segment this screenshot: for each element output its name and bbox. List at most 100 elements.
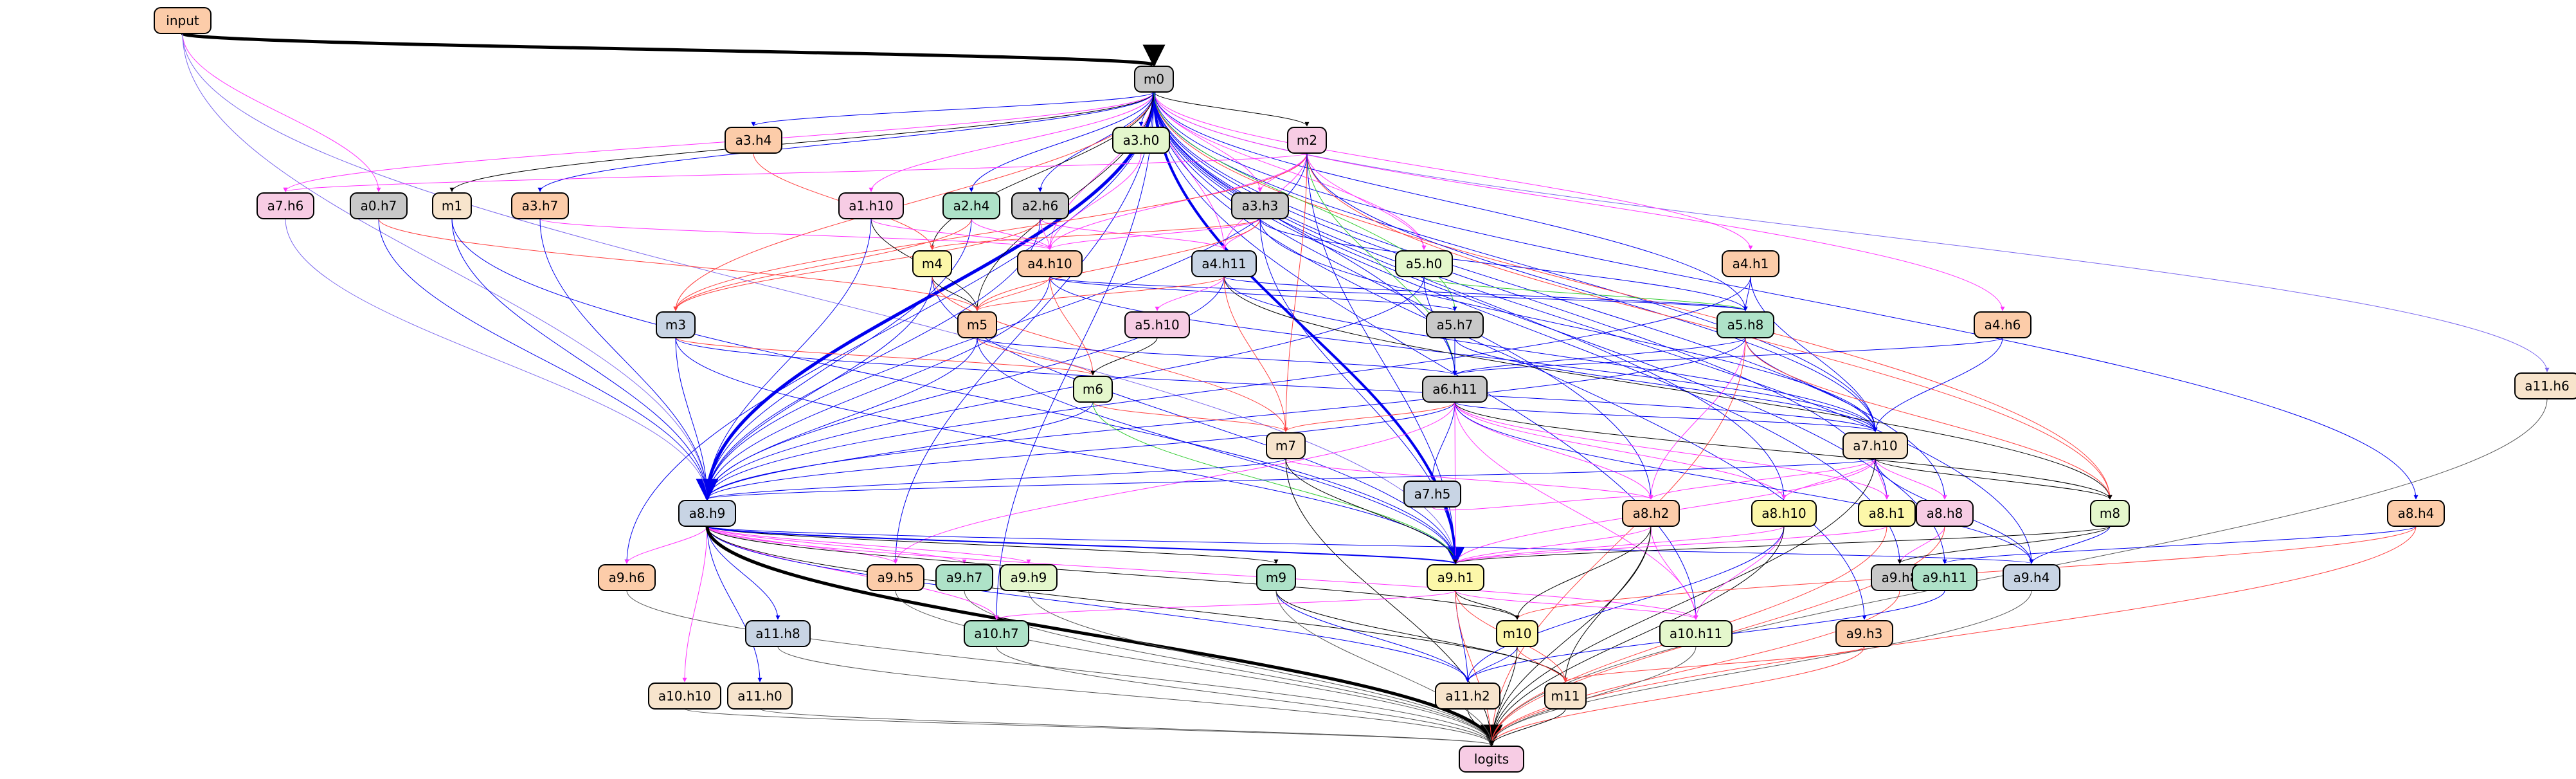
edge-m0-to-a8h8 [1153,91,1947,500]
node-box-a0h7 [350,192,408,219]
node-a6h11: a6.h11 [1422,376,1488,403]
edge-a9h8-to-logits [1489,590,1900,746]
node-a9h7: a9.h7 [935,564,993,591]
node-a4h1: a4.h1 [1722,250,1779,277]
node-a11h6: a11.h6 [2514,372,2576,399]
edge-a4h10-to-a8h9 [705,276,1050,500]
edge-a8h9-to-m11 [707,526,1568,683]
node-m5: m5 [957,311,997,338]
node-label-a11h6: a11.h6 [2525,378,2569,394]
edge-m0-to-a2h4 [969,91,1155,192]
edge-a8h9-to-a9h9 [707,526,1031,564]
edge-a3h3-to-a5h8 [1259,218,1748,311]
edge-a9h9-to-logits [1028,590,1494,746]
edge-a11h8-to-logits [777,646,1494,746]
node-label-a4h11: a4.h11 [1202,256,1246,271]
node-label-logits: logits [1474,751,1509,767]
edge-a6h11-to-a7h5 [1430,401,1455,481]
edge-a5h7-to-a7h10 [1454,337,1878,432]
edge-a5h8-to-a6h11 [1452,337,1746,376]
node-a11h2: a11.h2 [1435,683,1500,710]
edge-m2-to-m3 [673,152,1308,311]
node-label-a2h4: a2.h4 [953,198,990,214]
edge-a2h6-to-a4h11 [1040,218,1227,250]
edge-a8h10-to-a9h1 [1453,526,1785,564]
edge-m0-to-a9h3 [1153,91,1867,620]
node-label-a5h8: a5.h8 [1727,317,1764,333]
edge-a8h2-to-a10h11 [1650,526,1698,620]
node-box-a1h10 [838,192,904,219]
node-label-m1: m1 [442,198,462,214]
edge-m4-to-m7 [932,276,1288,432]
node-a8h4: a8.h4 [2387,500,2445,527]
node-box-a9h7 [935,564,993,591]
node-box-a9h6 [598,564,656,591]
node-label-a8h10: a8.h10 [1761,506,1806,521]
node-label-a9h8: a9.h8 [1882,570,1918,585]
edge-a9h4-to-logits [1489,590,2032,746]
node-m3: m3 [656,311,696,338]
edge-a2h4-to-a8h9 [705,218,972,500]
node-label-a5h10: a5.h10 [1135,317,1179,333]
node-a11h0: a11.h0 [727,683,793,710]
node-label-m11: m11 [1551,688,1580,704]
edge-m7-to-a8h9 [705,458,1286,500]
node-box-m11 [1544,683,1587,710]
node-box-a11h2 [1435,683,1500,710]
edge-a6h11-to-a9h5 [893,401,1455,564]
node-box-a8h4 [2387,500,2445,527]
node-box-a10h7 [964,620,1029,647]
node-box-m9 [1256,564,1296,591]
node-a4h11: a4.h11 [1191,250,1257,277]
node-box-a11h0 [727,683,793,710]
node-label-input: input [166,13,199,28]
node-box-a8h1 [1858,500,1916,527]
edge-a4h1-to-a8h9 [705,276,1751,500]
edge-a3h3-to-m4 [930,218,1261,250]
edge-a0h7-to-a8h9 [378,218,710,500]
edge-a3h3-to-a4h10 [1047,218,1261,250]
node-box-logits [1459,746,1524,773]
edge-a4h1-to-a7h10 [1750,276,1878,432]
edge-m0-to-m4 [930,91,1155,250]
edge-a5h8-to-a8h9 [705,337,1746,500]
edge-a5h8-to-logits [1489,337,1746,746]
edge-m0-to-a1h10 [869,91,1155,192]
node-a0h7: a0.h7 [350,192,408,219]
node-box-m5 [957,311,997,338]
edge-m0-to-a9h11 [1153,91,1947,564]
node-a9h1: a9.h1 [1427,564,1484,591]
node-label-a11h8: a11.h8 [755,626,800,641]
edge-m3-to-a7h10 [675,337,1878,432]
node-box-a8h2 [1622,500,1680,527]
node-box-a8h9 [678,500,736,527]
node-box-a3h3 [1231,192,1289,219]
node-m9: m9 [1256,564,1296,591]
edge-a4h11-to-a5h8 [1223,276,1748,311]
node-box-a9h9 [1000,564,1058,591]
edge-a4h10-to-a7h10 [1049,276,1878,432]
edge-m0-to-a8h9 [696,91,1156,502]
edge-m9-to-m11 [1275,590,1568,683]
node-box-a4h11 [1191,250,1257,277]
node-box-m0 [1134,66,1174,93]
edge-a11h0-to-logits [759,708,1494,746]
node-box-a6h11 [1422,376,1488,403]
node-a7h5: a7.h5 [1403,481,1461,508]
edge-m3-to-a9h1 [675,337,1458,564]
node-a4h6: a4.h6 [1974,311,2031,338]
edge-a8h2-to-logits [1489,526,1652,746]
edge-m10-to-m11 [1517,646,1568,683]
edge-m0-to-a4h10 [1047,91,1155,250]
node-label-m7: m7 [1275,438,1296,454]
node-a3h4: a3.h4 [725,127,782,154]
node-a8h8: a8.h8 [1916,500,1974,527]
edge-a4h11-to-m5 [975,276,1225,311]
edge-a8h9-to-a11h8 [707,526,780,620]
node-a9h4: a9.h4 [2003,564,2060,591]
edge-a3h3-to-m5 [975,218,1261,311]
edge-a8h9-to-a9h1 [707,526,1460,565]
node-label-a7h5: a7.h5 [1414,486,1451,502]
node-label-a5h0: a5.h0 [1406,256,1443,271]
node-box-a5h8 [1716,311,1774,338]
